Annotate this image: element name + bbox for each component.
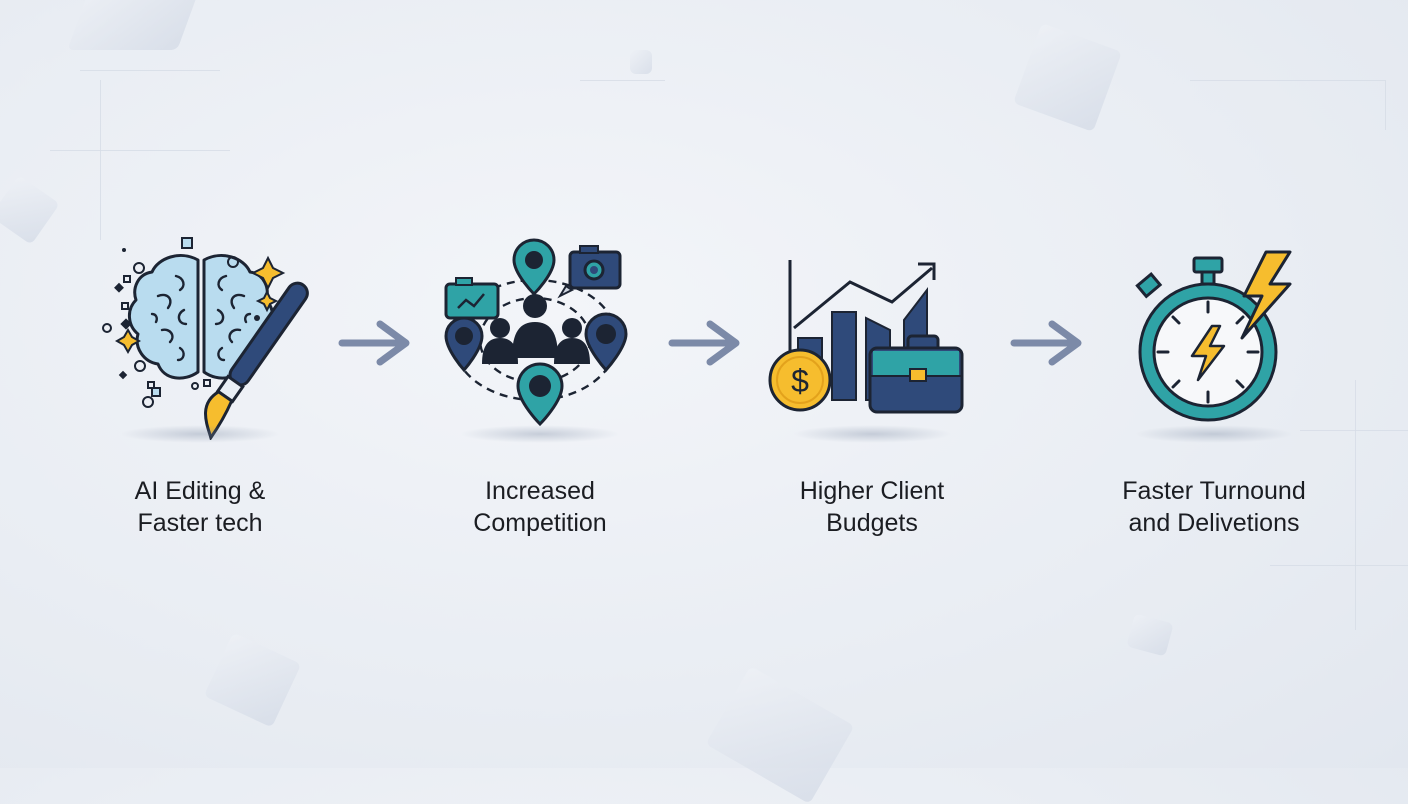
step-label-line2: Competition [473,509,607,537]
step-label: AI Editing & Faster tech [80,475,320,539]
decorative-line [1190,80,1385,81]
step-turnaround: Faster Turnound and Delivetions [1094,230,1334,550]
step-label-line2: Budgets [826,509,918,537]
decorative-line [1300,430,1408,431]
icon-shadow [792,425,952,443]
step-competition: Increased Competition [420,230,660,550]
decorative-line [100,80,101,240]
arrow-right-icon [1008,318,1088,368]
decorative-cube [1013,23,1122,132]
icon-shadow [460,425,620,443]
step-budgets: $ Higher Client Budgets [752,230,992,550]
growth-chart-money-icon: $ [752,230,992,440]
step-ai-editing: AI Editing & Faster tech [80,230,320,550]
brain-paintbrush-icon [80,230,320,442]
step-label: Higher Client Budgets [752,475,992,539]
stopwatch-lightning-icon [1094,230,1334,440]
decorative-line [1385,80,1386,130]
icon-shadow [120,425,280,443]
arrow-right-icon [336,318,416,368]
decorative-cube [1126,613,1174,657]
decorative-line [1270,565,1408,566]
decorative-line [580,80,665,81]
decorative-cube [203,632,302,728]
svg-text:$: $ [791,363,809,399]
icon-shadow [1134,425,1294,443]
decorative-cube [67,0,203,50]
people-network-icon [420,230,660,440]
decorative-cube [705,666,855,804]
decorative-line [80,70,220,71]
arrow-right-icon [666,318,746,368]
step-label-line1: Higher Client [799,477,945,505]
step-label-line1: Faster Turnound [1122,477,1306,505]
step-label-line1: AI Editing & [134,477,266,505]
decorative-cube [630,50,652,74]
step-label: Increased Competition [420,475,660,539]
decorative-line [1355,380,1356,630]
step-label-line2: Faster tech [137,509,263,537]
step-label: Faster Turnound and Delivetions [1094,475,1334,539]
decorative-cube [0,175,60,245]
step-label-line1: Increased [485,477,595,505]
decorative-line [50,150,230,151]
step-label-line2: and Delivetions [1128,509,1300,537]
